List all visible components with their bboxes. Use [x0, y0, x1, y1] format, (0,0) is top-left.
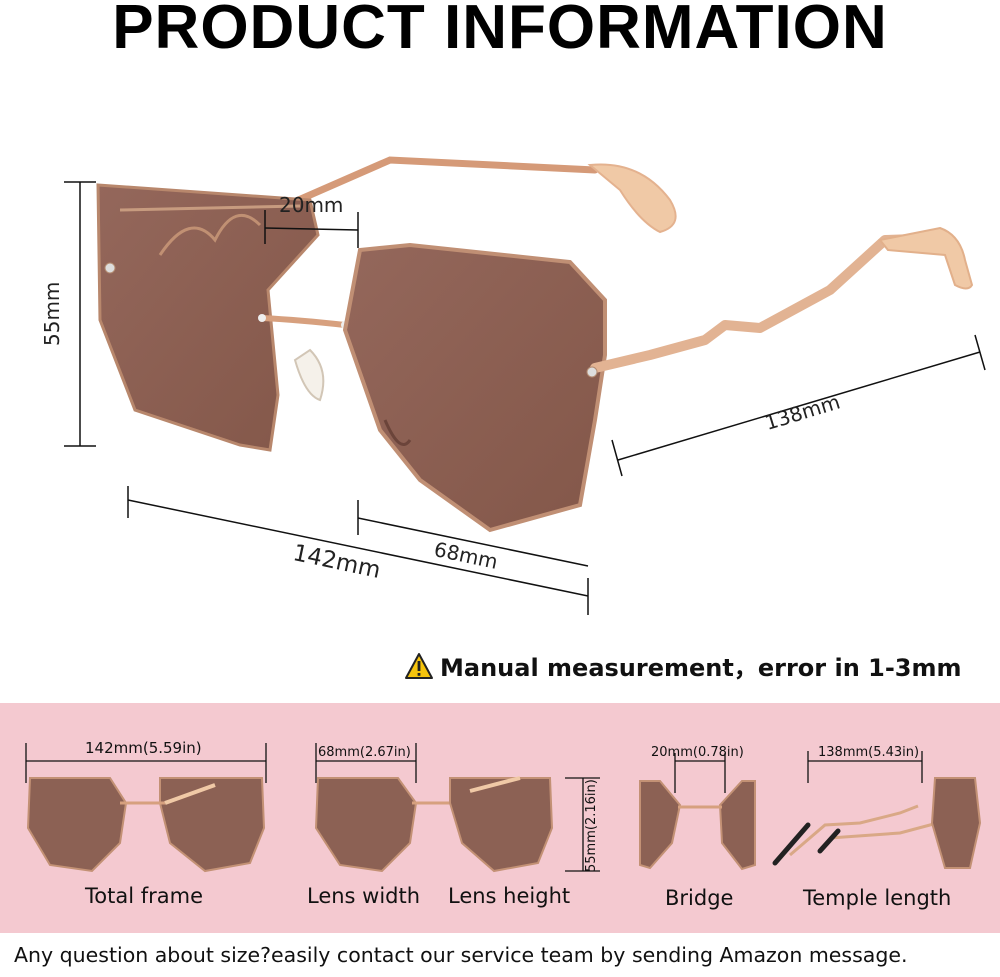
nose-pad-left	[293, 348, 325, 402]
back-temple-tip	[587, 163, 677, 234]
footer-contact-note: Any question about size?easily contact o…	[14, 943, 908, 967]
page-title: PRODUCT INFORMATION	[112, 0, 888, 62]
total-frame-dim: 142mm(5.59in)	[85, 739, 202, 757]
caption-total-frame: Total frame	[85, 884, 203, 908]
front-temple-arm	[590, 233, 950, 373]
total-frame-figure	[25, 743, 267, 873]
warning-text: Manual measurement，error in 1-3mm	[440, 654, 962, 682]
dim-label-height: 55mm	[40, 281, 64, 346]
bridge-bar	[261, 315, 346, 328]
lens-height-dim: 55mm(2.16in)	[584, 779, 599, 872]
measurement-warning: Manual measurement，error in 1-3mm	[404, 648, 962, 686]
caption-lens-height: Lens height	[448, 884, 571, 908]
lens-width-dim: 68mm(2.67in)	[318, 745, 411, 760]
bridge-dim: 20mm(0.78in)	[651, 745, 744, 760]
front-temple-tip	[878, 226, 974, 290]
lens-width-figure	[314, 743, 600, 873]
dim-label-bridge: 20mm	[279, 193, 344, 217]
left-lens	[96, 183, 320, 452]
warning-triangle-icon	[404, 652, 434, 686]
bridge-figure	[639, 753, 756, 871]
caption-lens-width: Lens width	[307, 884, 421, 908]
caption-temple-length: Temple length	[803, 886, 952, 910]
temple-length-dim: 138mm(5.43in)	[818, 745, 920, 760]
caption-bridge: Bridge	[665, 886, 734, 910]
sunglasses-hero-image	[64, 156, 986, 615]
right-lens	[342, 242, 607, 533]
temple-length-figure	[772, 751, 982, 869]
size-guide-illustrations	[25, 743, 982, 873]
